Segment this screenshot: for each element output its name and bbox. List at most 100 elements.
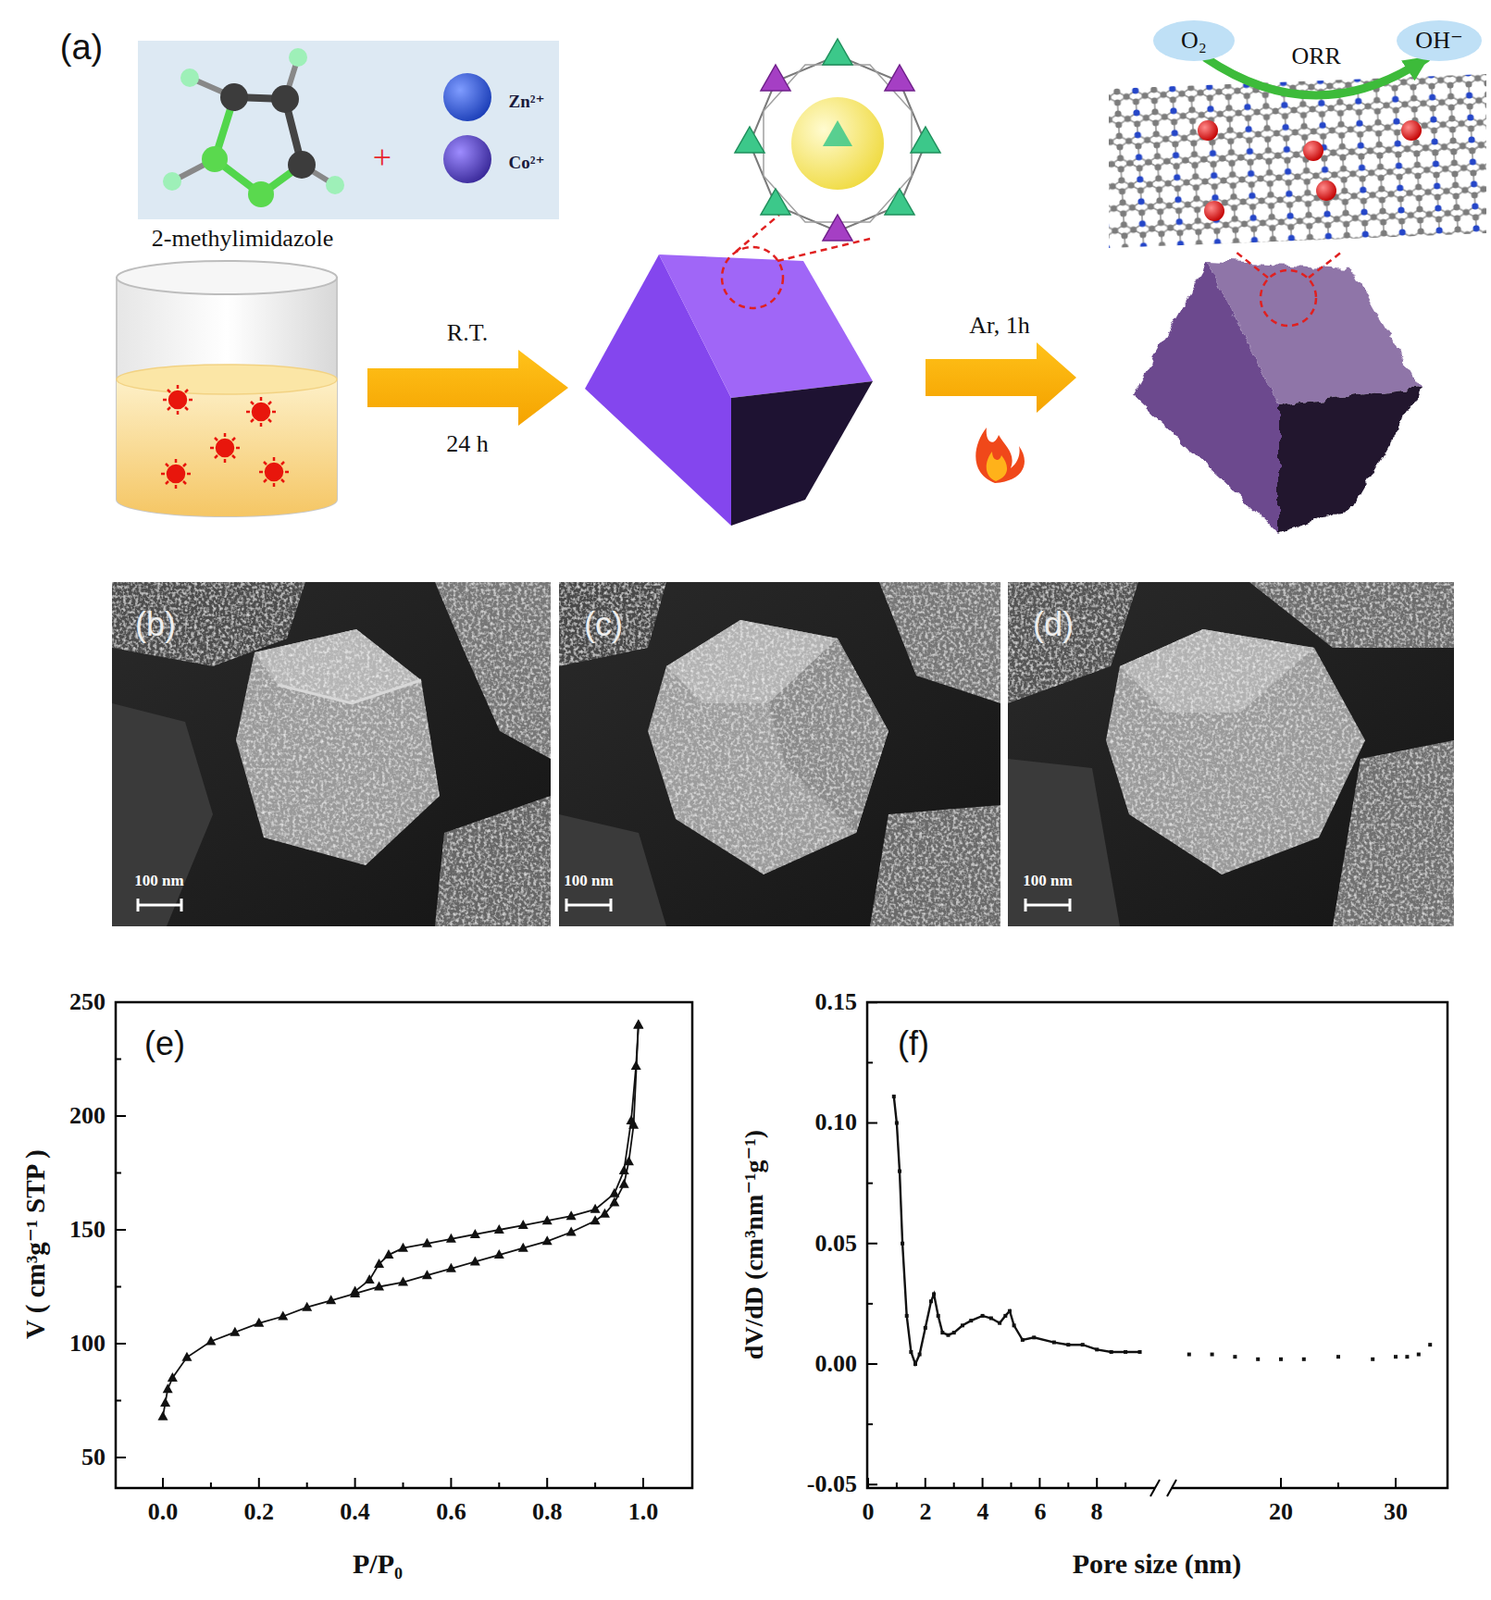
cobalt-ion <box>443 135 492 184</box>
data-marker <box>470 1255 481 1266</box>
data-marker <box>940 1330 945 1335</box>
ion-panel: +Zn²⁺Co²⁺ <box>137 40 560 220</box>
tick-mark <box>867 1363 878 1366</box>
panel-letter: (d) <box>1032 605 1074 644</box>
data-marker <box>181 1352 192 1362</box>
data-marker <box>590 1215 601 1225</box>
data-marker <box>1020 1338 1025 1342</box>
data-marker <box>1393 1354 1398 1359</box>
tick-mark <box>1337 1482 1340 1489</box>
tick-mark <box>449 1478 452 1489</box>
data-marker <box>422 1238 433 1248</box>
data-marker <box>325 1294 336 1305</box>
data-marker <box>608 1196 620 1206</box>
data-marker <box>952 1330 957 1335</box>
data-marker <box>1052 1341 1057 1345</box>
panel-letter: (f) <box>897 1024 930 1063</box>
tick-label: 100 <box>69 1329 106 1358</box>
axis-title: Pore size (nm) <box>1072 1548 1243 1581</box>
product-ellipse: OH⁻ <box>1396 20 1482 62</box>
tick-label: 0.05 <box>815 1230 858 1258</box>
pore-curve <box>894 1096 1141 1365</box>
tick-mark <box>867 1483 878 1486</box>
tick-mark <box>115 1001 126 1004</box>
tick-mark <box>115 1342 126 1345</box>
panel-background <box>137 40 560 220</box>
data-marker <box>1428 1342 1432 1347</box>
tick-label: 50 <box>81 1443 106 1472</box>
data-marker <box>542 1215 553 1225</box>
condition-label: 24 h <box>446 430 489 459</box>
desorption-curve <box>355 1025 639 1293</box>
tick-mark <box>867 1478 870 1489</box>
species-label: O₂ <box>1180 26 1207 55</box>
tick-mark <box>354 1478 357 1489</box>
zoom-line <box>1235 251 1268 278</box>
data-marker <box>923 1326 928 1330</box>
beaker <box>116 260 337 517</box>
data-marker <box>931 1292 936 1296</box>
data-marker <box>936 1314 941 1318</box>
tick-label: 0.8 <box>532 1498 563 1527</box>
data-marker <box>631 1060 642 1070</box>
data-marker <box>1003 1314 1007 1318</box>
data-marker <box>918 1353 922 1357</box>
data-marker <box>892 1094 896 1099</box>
data-marker <box>908 1350 913 1355</box>
data-marker <box>160 1397 171 1407</box>
data-marker <box>997 1321 1002 1326</box>
tick-mark <box>210 1482 212 1489</box>
tick-label: 0.4 <box>339 1498 371 1527</box>
tick-mark <box>306 1482 309 1489</box>
data-marker <box>905 1314 909 1318</box>
data-marker <box>599 1208 610 1218</box>
carbonized-crystal <box>1132 261 1421 534</box>
data-marker <box>542 1235 553 1245</box>
scale-label: 100 nm <box>563 871 613 891</box>
panel-letter: (e) <box>144 1024 186 1063</box>
data-marker <box>989 1317 994 1321</box>
data-marker <box>623 1155 634 1166</box>
data-marker <box>518 1242 529 1253</box>
data-marker <box>981 1314 985 1318</box>
data-marker <box>397 1242 409 1253</box>
chart-frame <box>115 1002 693 1489</box>
data-marker <box>205 1336 216 1346</box>
data-marker <box>518 1219 529 1230</box>
sem-image <box>111 582 551 927</box>
tick-label: 0.10 <box>815 1108 858 1137</box>
tick-mark <box>1010 1482 1013 1489</box>
tick-mark <box>258 1478 261 1489</box>
tick-mark <box>1095 1478 1098 1489</box>
tick-mark <box>867 1303 873 1305</box>
axis-title: V ( cm³g⁻¹ STP ) <box>19 1150 50 1341</box>
data-marker <box>894 1121 899 1126</box>
data-marker <box>162 1383 174 1393</box>
data-marker <box>446 1233 457 1243</box>
tick-label: 250 <box>69 988 106 1017</box>
tick-mark <box>402 1482 405 1489</box>
data-marker <box>608 1188 620 1198</box>
tick-mark <box>497 1482 500 1489</box>
tick-mark <box>1124 1482 1127 1489</box>
tick-mark <box>115 1115 126 1118</box>
zif-crystal <box>584 254 873 526</box>
tick-mark <box>546 1478 548 1489</box>
data-marker <box>470 1229 481 1239</box>
process-arrow <box>925 342 1077 413</box>
data-marker <box>446 1263 457 1273</box>
data-marker <box>422 1269 433 1280</box>
data-marker <box>897 1169 902 1174</box>
axis-break <box>1150 1479 1177 1497</box>
tick-mark <box>642 1478 645 1489</box>
compound-name: 2-methylimidazole <box>151 224 334 253</box>
tick-mark <box>161 1478 164 1489</box>
data-marker <box>1094 1347 1099 1352</box>
reaction-sparks <box>161 385 289 489</box>
data-marker <box>1123 1350 1128 1355</box>
data-marker <box>277 1310 288 1320</box>
data-marker <box>626 1115 637 1125</box>
tick-label: 0.0 <box>148 1498 179 1527</box>
data-marker <box>960 1323 965 1328</box>
scale-label: 100 nm <box>1022 871 1072 891</box>
